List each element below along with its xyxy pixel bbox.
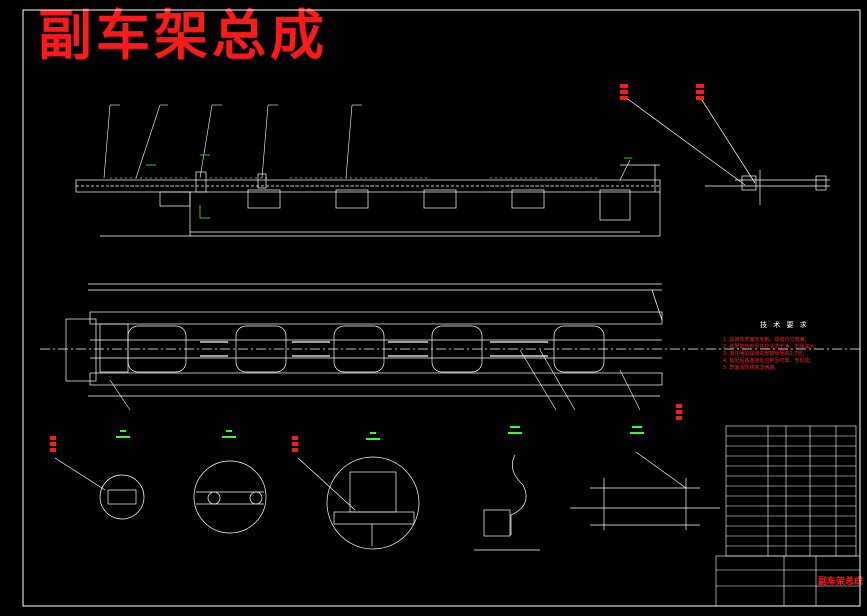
title-block-drawing-name: 副车架总成: [818, 577, 864, 587]
tech-note: 1. 焊接件表面无毛刺，焊缝均匀饱满；: [723, 337, 810, 343]
tech-note: 5. 表面涂防锈底漆两遍。: [723, 365, 780, 371]
balloons-side-view: [620, 84, 704, 100]
title-block: [715, 555, 861, 607]
detail-view-2: [193, 460, 267, 534]
leader-lines-plan: [109, 349, 641, 411]
parts-list-table: [725, 425, 857, 557]
bolt-pattern: [110, 177, 600, 187]
balloons-details: [50, 436, 298, 452]
plan-view-crossmembers: [200, 341, 548, 357]
side-view: [624, 96, 830, 205]
tech-requirements-notes: 1. 焊接件表面无毛刺，焊缝均匀饱满； 2. 装配前所有零件应清洗干净，去除油污…: [723, 337, 848, 372]
front-view: [75, 164, 661, 237]
detail-labels-green: [116, 426, 644, 440]
drawing-border: [22, 9, 861, 607]
tech-note: 3. 未注明的焊缝高度按板厚的0.7倍；: [723, 351, 808, 357]
section-markers-green: [146, 154, 632, 219]
detail-view-5: [570, 451, 720, 530]
tech-note: 4. 装配后各连接处应牢固可靠，无松动；: [723, 358, 815, 364]
detail-view-1: [54, 457, 145, 520]
tech-requirements-title: 技 术 要 求: [760, 321, 809, 329]
tech-note: 2. 装配前所有零件应清洗干净，去除油污；: [723, 344, 820, 350]
balloons-plan: [676, 404, 682, 420]
leader-lines-front: [103, 104, 631, 181]
detail-view-4: [474, 454, 540, 551]
plan-view: [40, 283, 860, 397]
drawing-title: 副车架总成: [38, 4, 328, 67]
detail-view-3: [297, 456, 420, 550]
